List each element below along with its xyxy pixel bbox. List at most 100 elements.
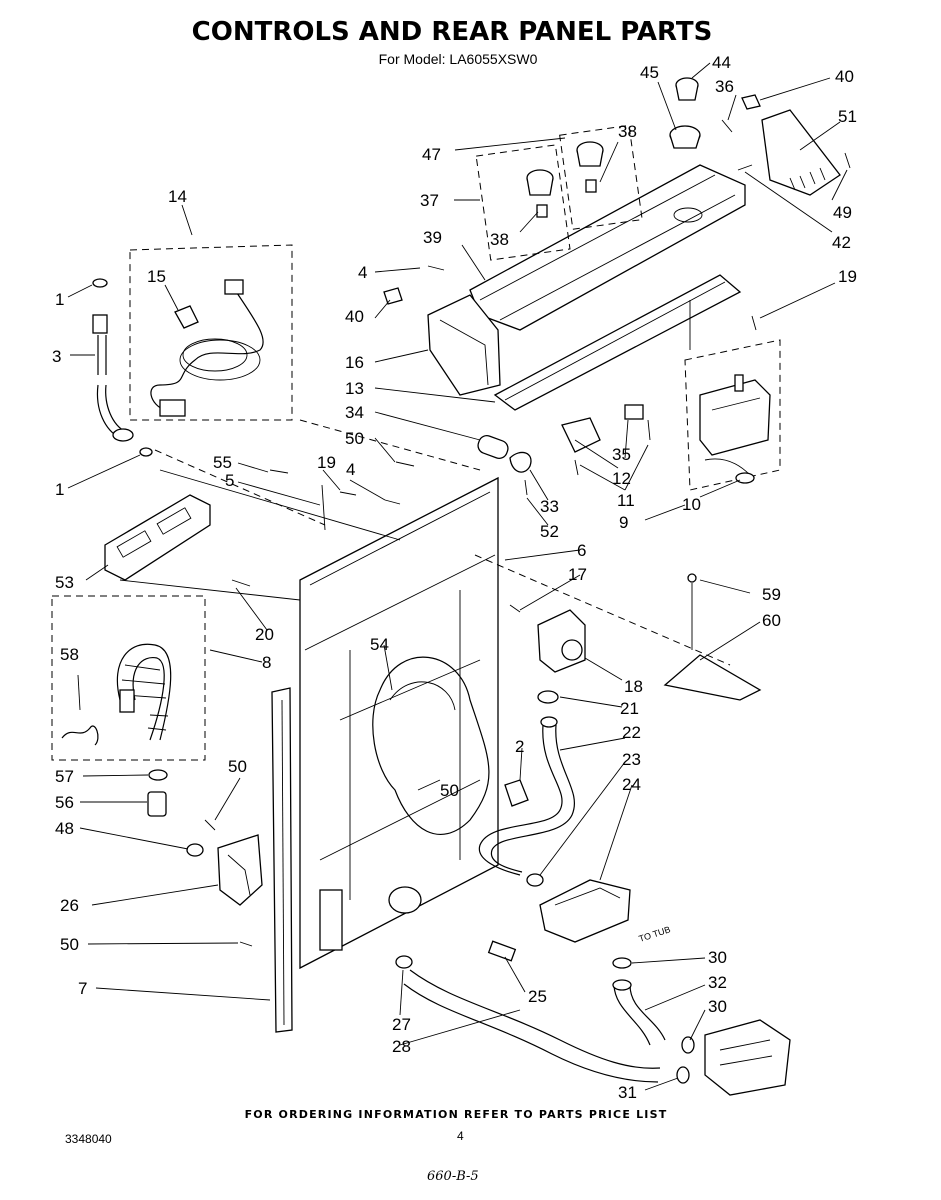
washer-21 bbox=[537, 690, 559, 704]
rotary-switch-51 bbox=[761, 109, 841, 196]
drain-hose-box bbox=[51, 595, 206, 761]
screw-20 bbox=[231, 579, 251, 587]
callout-8: 8 bbox=[262, 653, 271, 672]
switch-40-left bbox=[383, 287, 403, 305]
callout-18: 18 bbox=[624, 677, 643, 696]
model-subtitle: For Model: LA6055XSW0 bbox=[379, 51, 538, 67]
screw-52 bbox=[524, 479, 528, 496]
callout-11: 11 bbox=[617, 491, 635, 510]
screw-49 bbox=[844, 152, 851, 169]
screw-4-top bbox=[427, 265, 445, 271]
callout-33: 33 bbox=[540, 497, 559, 516]
callout-31: 31 bbox=[618, 1083, 637, 1102]
callout-55: 55 bbox=[213, 453, 232, 472]
callout-37: 37 bbox=[420, 191, 439, 210]
callout-40-right: 40 bbox=[835, 67, 854, 86]
callout-14: 14 bbox=[168, 187, 187, 206]
screw-4-mid bbox=[384, 499, 401, 505]
knob-44-45 bbox=[669, 77, 701, 149]
pump-24 bbox=[539, 879, 631, 943]
screw-19-mid bbox=[339, 491, 357, 496]
callout-54: 54 bbox=[370, 635, 389, 654]
callout-50-top: 50 bbox=[345, 429, 364, 448]
callout-6: 6 bbox=[577, 541, 586, 560]
callout-50-center: 50 bbox=[440, 781, 459, 800]
callout-1-bottom: 1 bbox=[55, 480, 64, 499]
callout-19-right: 19 bbox=[838, 267, 857, 286]
screw-11a bbox=[574, 459, 579, 476]
callout-56: 56 bbox=[55, 793, 74, 812]
callout-59: 59 bbox=[762, 585, 781, 604]
bracket-60 bbox=[663, 573, 762, 701]
callout-32: 32 bbox=[708, 973, 727, 992]
rear-panel-6 bbox=[299, 476, 499, 970]
timer-box bbox=[684, 339, 781, 491]
screw-11b bbox=[647, 419, 651, 441]
page-title: CONTROLS AND REAR PANEL PARTS bbox=[192, 17, 713, 47]
callout-3: 3 bbox=[52, 347, 61, 366]
callout-23: 23 bbox=[622, 750, 641, 769]
leader-lines bbox=[67, 62, 848, 1091]
callout-28: 28 bbox=[392, 1037, 411, 1056]
inlet-tube-22 bbox=[478, 716, 575, 876]
pump-housing bbox=[704, 1019, 791, 1096]
clamp-27 bbox=[395, 955, 413, 969]
screw-19-right bbox=[751, 315, 757, 331]
callout-47: 47 bbox=[422, 145, 441, 164]
callout-21: 21 bbox=[620, 699, 639, 718]
callout-35: 35 bbox=[612, 445, 631, 464]
bracket-5 bbox=[321, 484, 326, 531]
screw-50-left bbox=[204, 819, 216, 831]
callout-5: 5 bbox=[225, 471, 234, 490]
callout-45: 45 bbox=[640, 63, 659, 82]
callout-4-top: 4 bbox=[358, 263, 367, 282]
callout-13: 13 bbox=[345, 379, 364, 398]
callout-34: 34 bbox=[345, 403, 364, 422]
ref-dash-3 bbox=[154, 449, 326, 526]
callout-17: 17 bbox=[568, 565, 587, 584]
callout-57: 57 bbox=[55, 767, 74, 786]
callout-12: 12 bbox=[612, 469, 631, 488]
screw-42 bbox=[737, 164, 753, 171]
callout-24: 24 bbox=[622, 775, 641, 794]
callout-20: 20 bbox=[255, 625, 274, 644]
ordering-note: FOR ORDERING INFORMATION REFER TO PARTS … bbox=[245, 1108, 668, 1121]
timer-9 bbox=[699, 374, 771, 484]
switch-12 bbox=[561, 417, 601, 453]
knob-37 bbox=[526, 169, 554, 218]
callout-60: 60 bbox=[762, 611, 781, 630]
document-number: 3348040 bbox=[65, 1132, 112, 1146]
callout-50-bottom: 50 bbox=[60, 935, 79, 954]
callout-numbers: 1 3 1 14 15 4 40 16 13 34 50 39 37 47 38… bbox=[52, 53, 857, 1102]
screw-36 bbox=[721, 119, 733, 133]
callout-36: 36 bbox=[715, 77, 734, 96]
callout-26: 26 bbox=[60, 896, 79, 915]
callout-49: 49 bbox=[833, 203, 852, 222]
clamp-48 bbox=[186, 843, 204, 857]
ref-dash-1 bbox=[474, 554, 731, 666]
hose-32 bbox=[612, 979, 666, 1046]
ref-line-b bbox=[119, 579, 301, 601]
callout-9: 9 bbox=[619, 513, 628, 532]
callout-30-top: 30 bbox=[708, 948, 727, 967]
callout-40-left: 40 bbox=[345, 307, 364, 326]
clamp-23 bbox=[526, 873, 544, 887]
callout-1-top: 1 bbox=[55, 290, 64, 309]
inlet-hose-3 bbox=[92, 278, 153, 457]
callout-2: 2 bbox=[515, 737, 524, 756]
relay-35 bbox=[624, 404, 644, 420]
clip-33 bbox=[509, 451, 532, 473]
power-cord-14 bbox=[150, 279, 264, 417]
callout-44: 44 bbox=[712, 53, 731, 72]
callout-30-bottom: 30 bbox=[708, 997, 727, 1016]
screw-50-top bbox=[395, 461, 415, 467]
callout-53: 53 bbox=[55, 573, 74, 592]
screw-55 bbox=[269, 469, 289, 474]
cover-53 bbox=[104, 494, 211, 581]
callout-51: 51 bbox=[838, 107, 857, 126]
drain-fitting-26 bbox=[217, 834, 263, 906]
control-console bbox=[427, 164, 746, 411]
page-number: 4 bbox=[457, 1129, 464, 1143]
callout-4-mid: 4 bbox=[346, 460, 355, 479]
